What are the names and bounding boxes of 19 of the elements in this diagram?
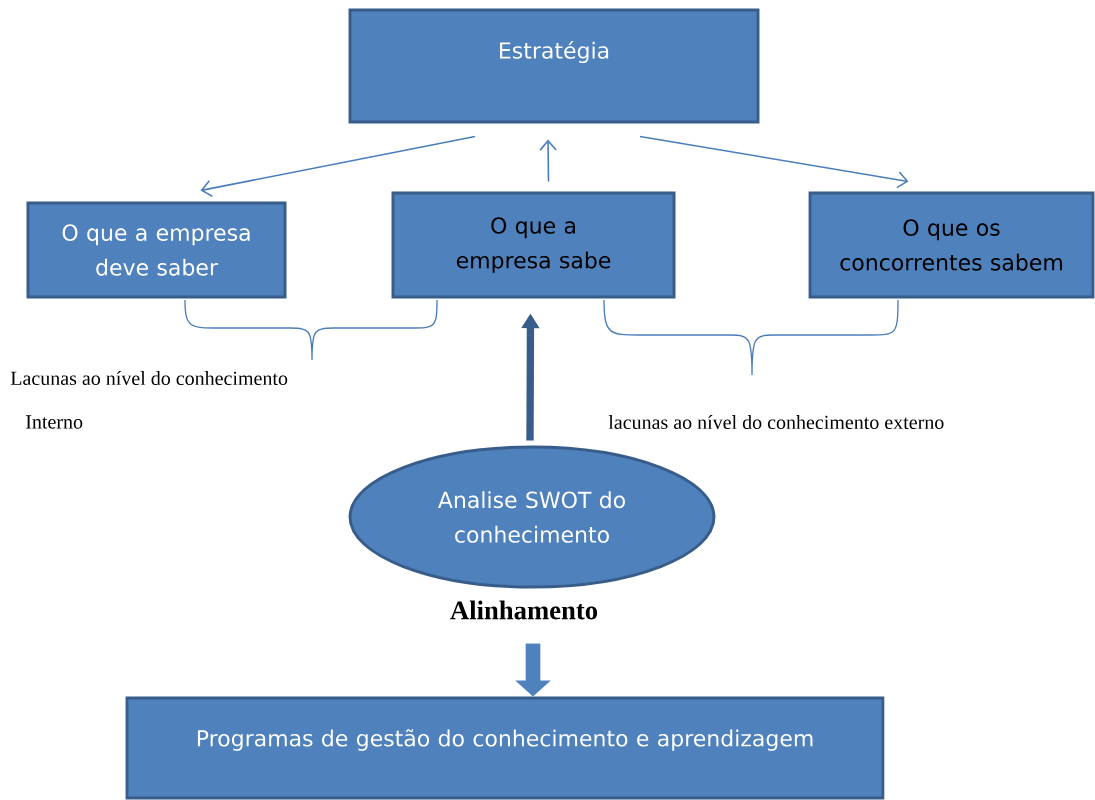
box-label: Analise SWOT do conhecimento bbox=[438, 491, 625, 543]
process-box bbox=[808, 191, 1095, 299]
note-text: Lacunas ao nível do conhecimento bbox=[10, 370, 288, 386]
note-text: Interno bbox=[26, 415, 83, 429]
process-box bbox=[26, 201, 287, 299]
arrow bbox=[200, 135, 476, 198]
box-label: Programas de gestão do conhecimento e aprendizagem bbox=[197, 729, 813, 751]
process-box bbox=[125, 696, 885, 800]
box-label: O que a empresa sabe bbox=[456, 217, 611, 273]
arrow bbox=[539, 139, 557, 183]
box-label: O que os concorrentes sabem bbox=[840, 219, 1062, 271]
heading: Alinhamento bbox=[450, 600, 598, 620]
box-label: O que a empresa deve saber bbox=[62, 224, 250, 276]
arrow bbox=[639, 135, 909, 189]
process-box bbox=[348, 8, 760, 124]
note-text: lacunas ao nível do conhecimento externo bbox=[608, 414, 944, 430]
process-box bbox=[391, 191, 676, 299]
process-ellipse bbox=[348, 445, 716, 589]
box-label: Estratégia bbox=[500, 40, 609, 64]
